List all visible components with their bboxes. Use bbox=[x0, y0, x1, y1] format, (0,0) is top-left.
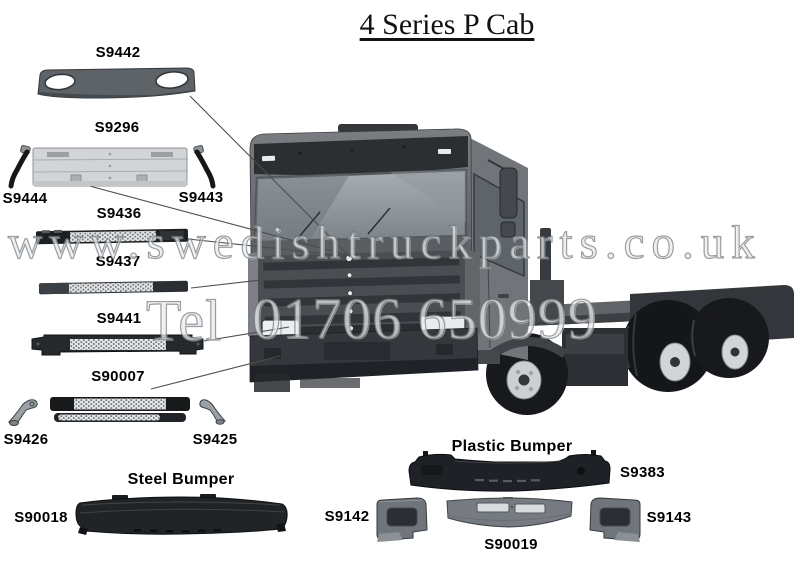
mirror bbox=[499, 167, 518, 219]
sun-visor bbox=[254, 136, 468, 176]
part-s9436-illustration bbox=[35, 228, 189, 245]
label-s9296: S9296 bbox=[94, 119, 140, 136]
part-s9143-illustration bbox=[589, 497, 641, 542]
leader-s9442 bbox=[189, 95, 351, 258]
label-s9425: S9425 bbox=[192, 431, 238, 448]
leader-s9436 bbox=[187, 238, 347, 257]
truck-illustration bbox=[248, 124, 794, 415]
label-s90018: S90018 bbox=[14, 509, 68, 526]
leader-s90007 bbox=[150, 355, 281, 390]
heading-steel-bumper: Steel Bumper bbox=[127, 471, 235, 488]
leader-s9296 bbox=[66, 179, 348, 256]
part-s9441-illustration bbox=[31, 334, 204, 356]
label-s9143: S9143 bbox=[646, 509, 692, 526]
part-s9443-illustration bbox=[193, 145, 216, 189]
label-s90019: S90019 bbox=[484, 536, 538, 553]
leader-s9441 bbox=[203, 326, 290, 342]
part-s90007-illustration bbox=[50, 397, 190, 422]
part-s9442-illustration bbox=[37, 67, 196, 99]
part-s9444-illustration bbox=[8, 145, 31, 189]
badge bbox=[345, 254, 353, 262]
part-s9296-illustration bbox=[32, 147, 189, 187]
heading-plastic-bumper: Plastic Bumper bbox=[451, 438, 573, 455]
label-s9437: S9437 bbox=[95, 253, 141, 270]
part-s9426-illustration bbox=[7, 399, 38, 426]
part-s90018-illustration bbox=[75, 494, 288, 535]
label-s9436: S9436 bbox=[96, 205, 142, 222]
label-s9443: S9443 bbox=[178, 189, 224, 206]
label-s90007: S90007 bbox=[91, 368, 145, 385]
part-s9425-illustration bbox=[199, 399, 227, 425]
label-s9441: S9441 bbox=[96, 310, 142, 327]
part-s9383-illustration bbox=[408, 450, 611, 492]
label-s9142: S9142 bbox=[324, 508, 370, 525]
label-s9426: S9426 bbox=[3, 431, 49, 448]
page-title: 4 Series P Cab bbox=[359, 8, 535, 41]
label-s9444: S9444 bbox=[2, 190, 48, 207]
part-s9437-illustration bbox=[38, 280, 189, 295]
label-s9442: S9442 bbox=[95, 44, 141, 61]
part-s90019-illustration bbox=[446, 497, 573, 528]
leader-s9437 bbox=[190, 272, 323, 289]
part-s9142-illustration bbox=[376, 497, 428, 542]
label-s9383: S9383 bbox=[620, 464, 665, 481]
